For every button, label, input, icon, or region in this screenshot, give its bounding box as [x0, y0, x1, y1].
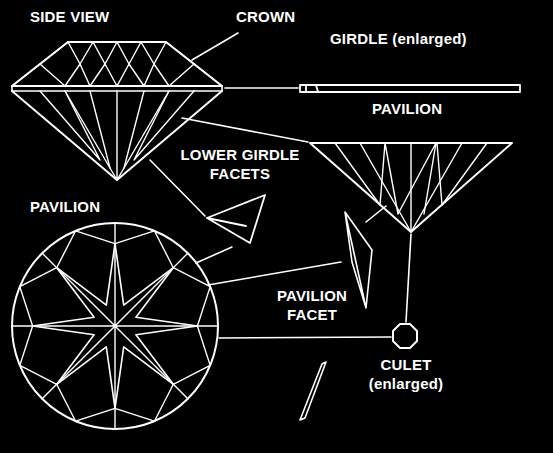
culet-enlarged — [393, 324, 417, 348]
part-label: CULET (enlarged) — [360, 356, 452, 394]
part-label: PAVILION FACET — [268, 287, 356, 325]
part-label: SIDE VIEW — [30, 8, 109, 27]
part-label: PAVILION — [30, 198, 100, 217]
pavilion-facet-piece — [345, 212, 372, 308]
lower-girdle-facet-piece — [207, 195, 265, 243]
leader-lines — [150, 33, 411, 338]
part-label: PAVILION — [372, 100, 442, 119]
facet-sliver — [300, 362, 326, 420]
pavilion-plan — [12, 223, 218, 429]
pavilion-profile — [310, 143, 512, 232]
part-label: CROWN — [236, 8, 295, 27]
part-label: GIRDLE (enlarged) — [330, 30, 467, 49]
girdle-enlarged — [300, 85, 520, 92]
part-label: LOWER GIRDLE FACETS — [170, 146, 310, 184]
